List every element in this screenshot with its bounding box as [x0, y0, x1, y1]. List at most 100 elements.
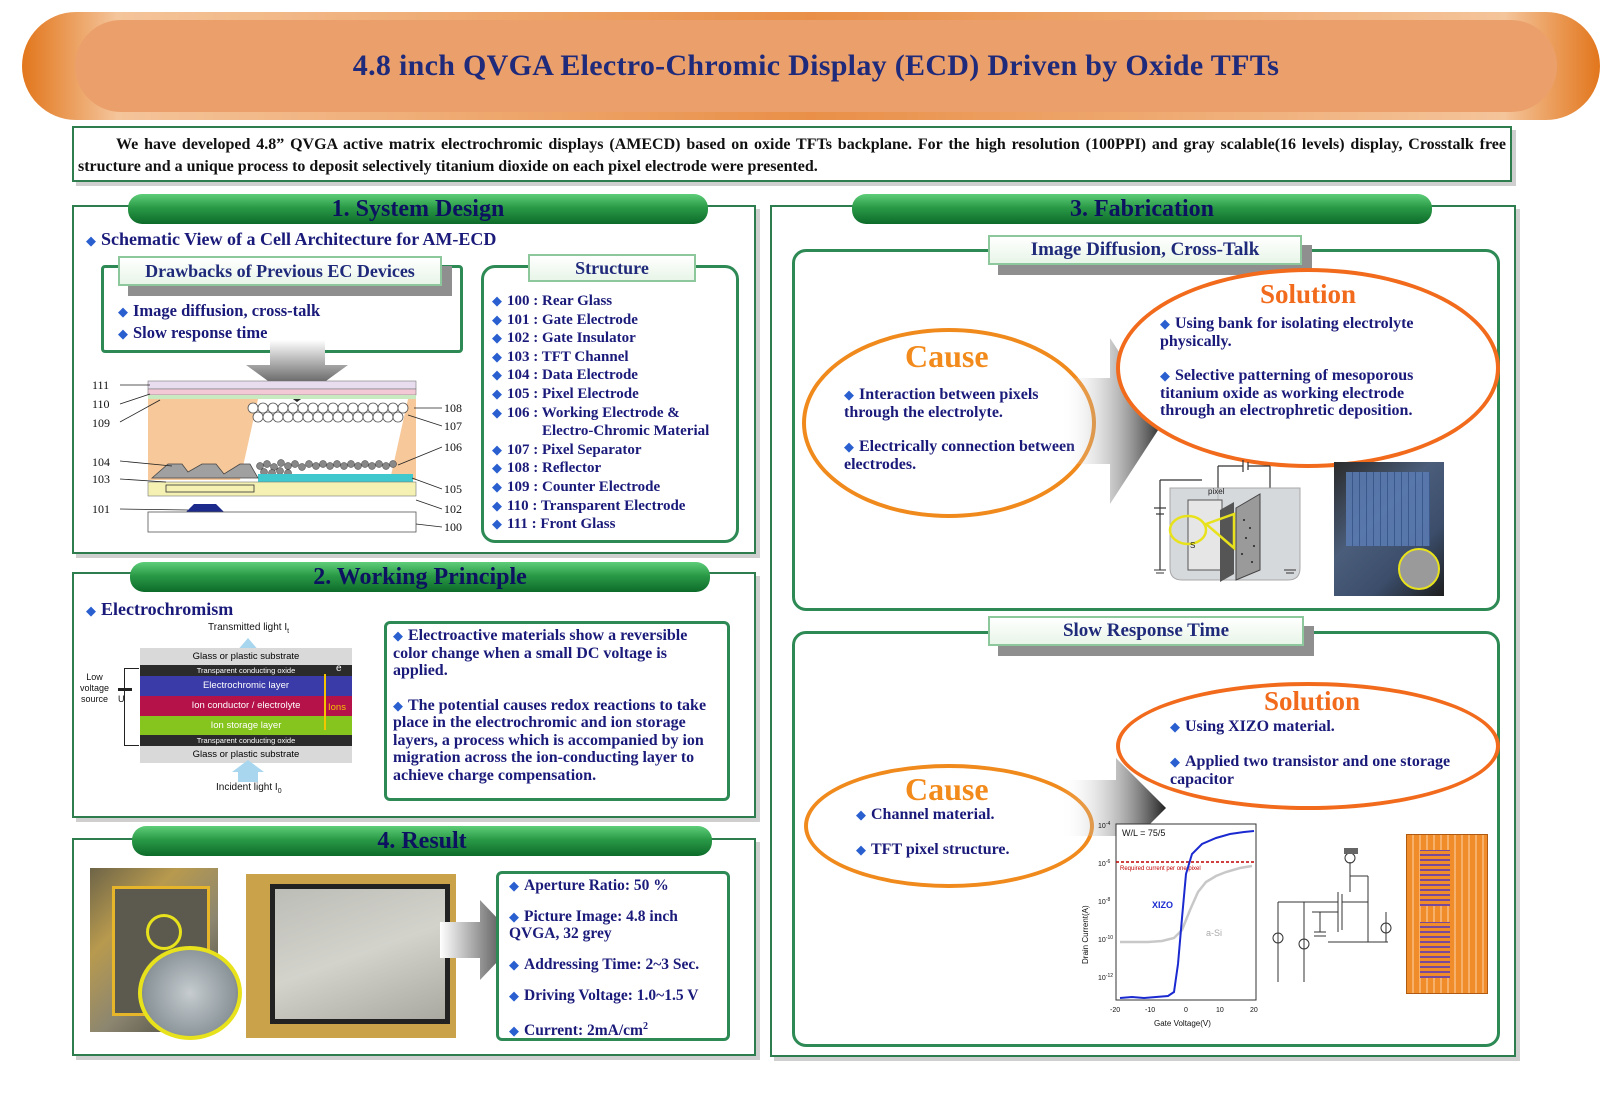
ions-label: Ions [328, 702, 346, 713]
working-principle-text-box: ◆Electroactive materials show a reversib… [384, 621, 730, 801]
electrochromic-stack-diagram: Transmitted light It Glass or plastic su… [78, 618, 368, 803]
bullet-icon: ◆ [393, 628, 403, 643]
label-101: 101 [92, 502, 110, 516]
label-110: 110 [92, 397, 110, 411]
structure-item: ◆110 : Transparent Electrode [492, 497, 686, 514]
x-tick: -20 [1110, 1007, 1120, 1014]
solution-item: ◆Using XIZO material. [1170, 718, 1335, 735]
label-100: 100 [444, 520, 462, 534]
y-tick: 10-12 [1098, 973, 1113, 982]
required-current-label: Required current per one pixel [1120, 866, 1201, 872]
diffusion-tag: Image Diffusion, Cross-Talk [988, 235, 1302, 265]
layer-ion-storage: Ion storage layer [140, 716, 352, 735]
solution-item: ◆Applied two transistor and one storage … [1170, 753, 1451, 788]
response-tag: Slow Response Time [988, 616, 1304, 646]
x-tick: -10 [1145, 1007, 1155, 1014]
principle-point: ◆Electroactive materials show a reversib… [393, 627, 688, 679]
label-109: 109 [92, 416, 110, 430]
result-point: ◆Driving Voltage: 1.0~1.5 V [509, 987, 699, 1004]
response-solution-title: Solution [1264, 686, 1361, 716]
y-axis-label: Drain Current(A) [1081, 905, 1090, 964]
structure-item: ◆105 : Pixel Electrode [492, 385, 639, 402]
electrochromism-title: ◆Electrochromism [86, 600, 233, 621]
y-tick: 10-6 [1098, 859, 1110, 868]
bullet-icon: ◆ [118, 304, 128, 319]
diffusion-causes: ◆Interaction between pixels through the … [844, 386, 1076, 473]
title-banner: 4.8 inch QVGA Electro-Chromic Display (E… [75, 20, 1557, 112]
structure-item: ◆102 : Gate Insulator [492, 330, 636, 347]
x-tick: 20 [1250, 1007, 1258, 1014]
structure-item: ◆103 : TFT Channel [492, 348, 629, 365]
schematic-title-text: Schematic View of a Cell Architecture fo… [101, 229, 497, 249]
deposition-cell-diagram: pixel S [1154, 460, 1301, 582]
diffusion-solution-oval [1116, 268, 1500, 468]
result-heading: 4. Result [132, 826, 712, 856]
system-design-heading: 1. System Design [128, 194, 708, 224]
structure-tag: Structure [528, 254, 696, 282]
xizo-curve [1119, 830, 1255, 1000]
bullet-icon: ◆ [118, 326, 128, 341]
magnifier-circle [138, 946, 242, 1040]
layer-glass-top: Glass or plastic substrate [140, 648, 352, 665]
drawbacks-list: ◆Image diffusion, cross-talk ◆Slow respo… [118, 300, 320, 344]
pixel-label: pixel [1208, 487, 1225, 496]
cause-item: ◆TFT pixel structure. [856, 841, 1010, 858]
label-104: 104 [92, 455, 110, 469]
label-108: 108 [444, 401, 462, 415]
electrochromism-text: Electrochromism [101, 599, 234, 619]
magnifier-highlight-circle [146, 914, 182, 950]
cause-item: ◆Electrically connection between electro… [844, 438, 1075, 473]
diffusion-solution-title: Solution [1260, 279, 1357, 309]
poster-title: 4.8 inch QVGA Electro-Chromic Display (E… [352, 49, 1280, 82]
cause-item: ◆Interaction between pixels through the … [844, 386, 1039, 421]
label-105: 105 [444, 482, 462, 496]
label-111: 111 [92, 378, 109, 392]
bullet-icon: ◆ [86, 233, 96, 248]
diffusion-cause-oval [802, 328, 1096, 518]
transfer-curve-graph: W/L = 75/5 Required current per one pixe… [1081, 821, 1258, 1028]
working-principle-heading: 2. Working Principle [130, 562, 710, 592]
incident-light-label: Incident light I0 [216, 782, 282, 795]
structure-item: ◆109 : Counter Electrode [492, 478, 661, 495]
cause-item: ◆Channel material. [856, 806, 995, 823]
x-axis-label: Gate Voltage(V) [1154, 1019, 1211, 1028]
response-solutions: ◆Using XIZO material. ◆Applied two trans… [1170, 718, 1470, 789]
layer-electrochromic: Electrochromic layer [140, 676, 352, 696]
structure-item: ◆107 : Pixel Separator [492, 441, 642, 458]
label-103: 103 [92, 472, 110, 486]
asi-label: a-Si [1206, 928, 1222, 938]
label-107: 107 [444, 419, 462, 433]
result-point: ◆Addressing Time: 2~3 Sec. [509, 956, 700, 973]
transmitted-light-label: Transmitted light It [208, 622, 290, 635]
pixel-circuit-diagram [1272, 848, 1392, 982]
layer-ion-conductor: Ion conductor / electrolyte [140, 696, 352, 716]
response-solution-oval [1116, 682, 1500, 810]
structure-list: ◆100 : Rear Glass ◆101 : Gate Electrode … [492, 292, 709, 534]
pixel-layout-image-detail [1420, 850, 1450, 906]
structure-item: ◆100 : Rear Glass [492, 293, 613, 309]
schematic-title: ◆ Schematic View of a Cell Architecture f… [86, 230, 496, 251]
result-point: ◆Picture Image: 4.8 inch QVGA, 32 grey [509, 908, 678, 942]
asi-curve [1120, 864, 1253, 944]
drawback-item: ◆Image diffusion, cross-talk [118, 301, 321, 320]
layer-tco-top: Transparent conducting oxide [140, 665, 352, 676]
abstract-text: We have developed 4.8” QVGA active matri… [78, 136, 1506, 175]
device-photo-2-screen [270, 884, 450, 1024]
result-point: ◆Current: 2mA/cm2 [509, 1021, 648, 1040]
layer-glass-bottom: Glass or plastic substrate [140, 746, 352, 763]
up-arrow-bottom-icon [238, 770, 258, 782]
x-tick: 10 [1216, 1007, 1224, 1014]
xizo-label: XIZO [1152, 900, 1173, 910]
y-tick: 10-4 [1098, 821, 1110, 830]
result-point: ◆Aperture Ratio: 50 % [509, 877, 669, 894]
drawback-item: ◆Slow response time [118, 323, 268, 342]
layer-stack: Glass or plastic substrate Transparent c… [140, 648, 352, 763]
response-cause-oval [804, 764, 1094, 888]
result-text-box: ◆Aperture Ratio: 50 % ◆Picture Image: 4.… [496, 871, 730, 1041]
wl-label: W/L = 75/5 [1122, 828, 1165, 838]
solution-item: ◆Selective patterning of mesoporous tita… [1160, 367, 1414, 419]
solution-item: ◆Using bank for isolating electrolyte ph… [1160, 315, 1414, 350]
principle-point: ◆The potential causes redox reactions to… [393, 696, 707, 784]
bullet-icon: ◆ [393, 697, 403, 713]
magnifier-circle [1398, 548, 1440, 590]
